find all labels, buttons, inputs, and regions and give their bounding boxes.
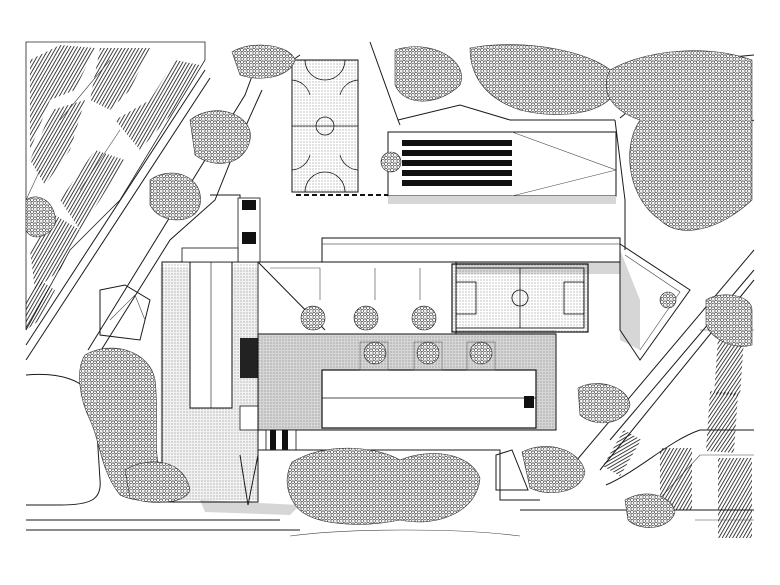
football-pitch [451,263,589,333]
housing-blocks-southeast [602,329,754,538]
east-ramp [99,243,691,361]
courtyard-trees [300,151,677,371]
basketball-court [291,59,425,196]
west-wing-building [161,194,261,506]
tree-canopies [25,44,753,528]
south-courtyard [257,333,557,501]
covered-stands [387,131,618,204]
